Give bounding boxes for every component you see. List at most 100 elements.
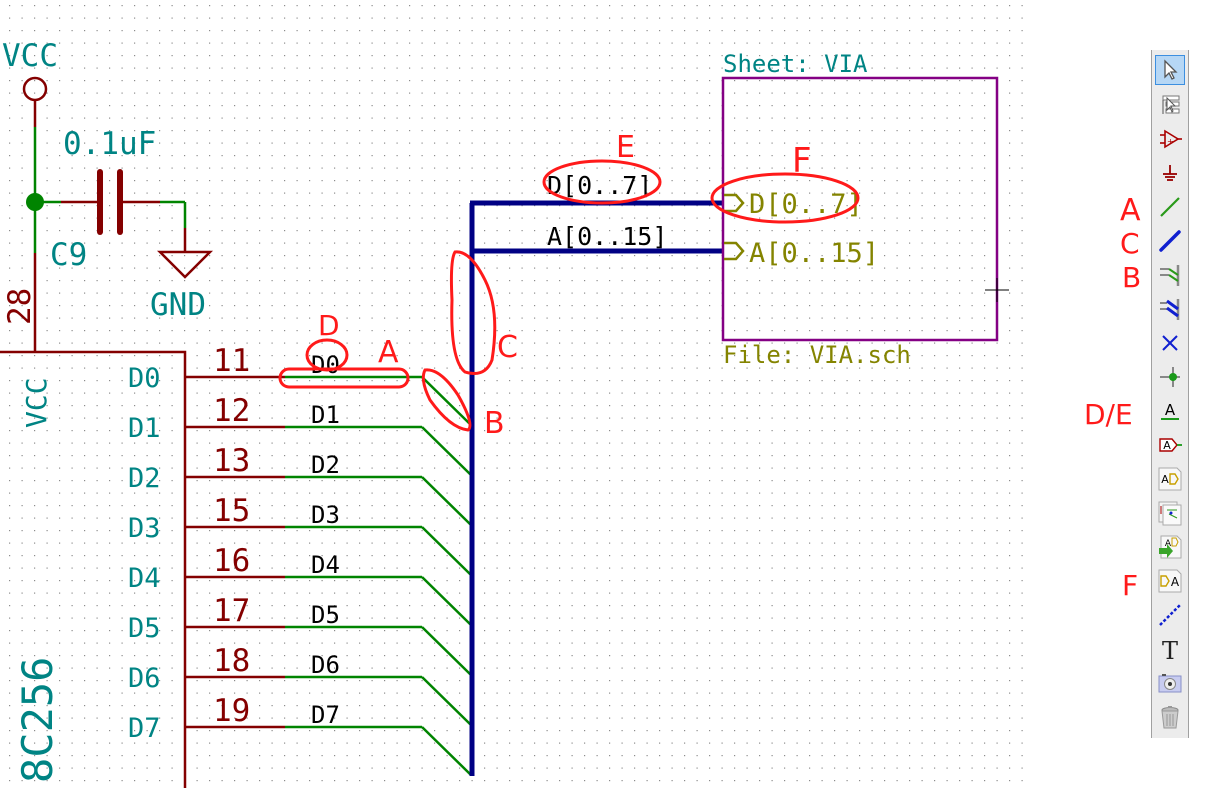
highlight-net-icon — [1162, 95, 1180, 114]
net-label-d4[interactable]: D4 — [311, 551, 340, 579]
wire-to-bus-entry[interactable] — [421, 576, 472, 626]
toolbar-annotation-a: A — [1120, 193, 1141, 228]
add-component-button[interactable]: + — [1155, 124, 1185, 154]
bus-label-data[interactable]: D[0..7] — [547, 171, 652, 200]
grid — [0, 0, 1025, 788]
sheet-pin-address[interactable]: A[0..15] — [724, 238, 879, 269]
sheet-pin-data-label: D[0..7] — [749, 189, 863, 220]
ic-pin-d0[interactable]: D0 11 — [128, 343, 285, 394]
text-button[interactable]: T — [1155, 634, 1185, 664]
add-wire-button[interactable] — [1155, 192, 1185, 222]
net-label-d2[interactable]: D2 — [311, 451, 340, 479]
wire-to-bus-entry[interactable] — [421, 676, 472, 726]
pin-name: D1 — [128, 413, 161, 444]
vcc-power-symbol[interactable]: VCC — [2, 38, 58, 127]
pin-number: 18 — [213, 643, 250, 679]
graphic-line-button[interactable] — [1155, 600, 1185, 630]
sheet-pin-icon: A — [1158, 569, 1182, 593]
dashed-line-icon — [1159, 604, 1181, 626]
bus-label-address[interactable]: A[0..15] — [547, 222, 667, 251]
wire-to-bus-entry[interactable] — [421, 376, 472, 426]
svg-text:T: T — [1162, 637, 1178, 662]
add-power-button[interactable] — [1155, 158, 1185, 188]
toolbar-annotation-b: B — [1122, 261, 1141, 294]
wire-to-bus-entry[interactable] — [421, 476, 472, 526]
toolbar-annotation-f: F — [1122, 569, 1138, 602]
pointer-icon — [1164, 59, 1178, 80]
pin-number: 15 — [213, 493, 250, 529]
junction[interactable] — [26, 193, 44, 211]
net-label-d5[interactable]: D5 — [311, 601, 340, 629]
junction-button[interactable] — [1155, 362, 1185, 392]
net-label-d3[interactable]: D3 — [311, 501, 340, 529]
net-label-d7[interactable]: D7 — [311, 701, 340, 729]
net-label-d6[interactable]: D6 — [311, 651, 340, 679]
pin-number: 11 — [213, 343, 250, 379]
net-label-button[interactable]: A — [1155, 396, 1185, 426]
sheet-file: File: VIA.sch — [723, 341, 911, 369]
global-label-icon: A — [1159, 438, 1182, 452]
image-button[interactable] — [1155, 668, 1185, 698]
import-sheet-pin-icon: A — [1159, 535, 1182, 559]
svg-text:A: A — [1165, 401, 1176, 419]
camera-icon — [1158, 674, 1182, 693]
global-label-button[interactable]: A — [1155, 430, 1185, 460]
sheet-pin-address-label: A[0..15] — [749, 238, 879, 269]
net-label-icon: A — [1161, 401, 1179, 420]
sheet-pin-data[interactable]: D[0..7] — [724, 189, 863, 220]
hierarchical-sheet-via[interactable]: Sheet: VIA File: VIA.sch D[0..7] A[0..15… — [721, 50, 999, 369]
hierarchical-label-button[interactable]: A — [1155, 464, 1185, 494]
annotation-circle-a — [278, 367, 410, 389]
pin-name: D2 — [128, 463, 161, 494]
ic-pin-d1[interactable]: D1 12 — [128, 393, 285, 444]
red-annotation-letters: E F D A B C A C B D/E F — [318, 130, 1141, 602]
ic-8c256[interactable]: VCC 8C256 — [0, 350, 187, 788]
select-tool-button[interactable] — [1155, 55, 1185, 85]
toolbar-annotation-c: C — [1120, 227, 1140, 260]
wire-to-bus-entry-button[interactable] — [1155, 260, 1185, 290]
net-label-d1[interactable]: D1 — [311, 401, 340, 429]
red-annotations — [278, 159, 860, 432]
gnd-power-symbol[interactable]: GND — [150, 228, 214, 323]
component-icon: + — [1160, 129, 1182, 149]
highlight-net-button[interactable] — [1155, 90, 1185, 120]
capacitor-value: 0.1uF — [63, 126, 156, 162]
wire-to-bus-entry[interactable] — [421, 726, 472, 776]
annotation-circle-b — [421, 368, 472, 432]
no-connect-icon — [1162, 335, 1178, 351]
svg-text:A: A — [1165, 539, 1172, 549]
wire-to-bus-entry[interactable] — [421, 426, 472, 476]
capacitor-c9[interactable]: 0.1uF C9 — [50, 126, 160, 273]
crosshair-cursor — [985, 278, 1009, 302]
sheet-pin-button[interactable]: A — [1155, 566, 1185, 596]
pin-name: D0 — [128, 363, 161, 394]
pin-name: D7 — [128, 713, 161, 744]
wire-to-bus-entry[interactable] — [421, 526, 472, 576]
hierarchical-sheet-button[interactable] — [1155, 498, 1185, 528]
pin-number: 12 — [213, 393, 250, 429]
text-icon: T — [1162, 637, 1178, 662]
annotation-letter-c: C — [497, 330, 518, 365]
net-label-d0[interactable]: D0 — [311, 351, 340, 379]
bus-to-bus-entry-button[interactable] — [1155, 294, 1185, 324]
wire-to-bus-entry[interactable] — [421, 626, 472, 676]
delete-button[interactable] — [1155, 702, 1185, 732]
svg-text:A: A — [1171, 575, 1180, 589]
ic-power-pin-name: VCC — [20, 377, 53, 428]
junction-icon — [1160, 367, 1180, 387]
import-sheet-pin-button[interactable]: A — [1155, 532, 1185, 562]
add-bus-button[interactable] — [1155, 226, 1185, 256]
annotation-letter-d: D — [318, 309, 340, 342]
svg-text:A: A — [1163, 439, 1171, 452]
hierarchical-label-icon: A — [1158, 467, 1182, 491]
no-connect-button[interactable] — [1155, 328, 1185, 358]
annotation-letter-e: E — [616, 130, 635, 165]
